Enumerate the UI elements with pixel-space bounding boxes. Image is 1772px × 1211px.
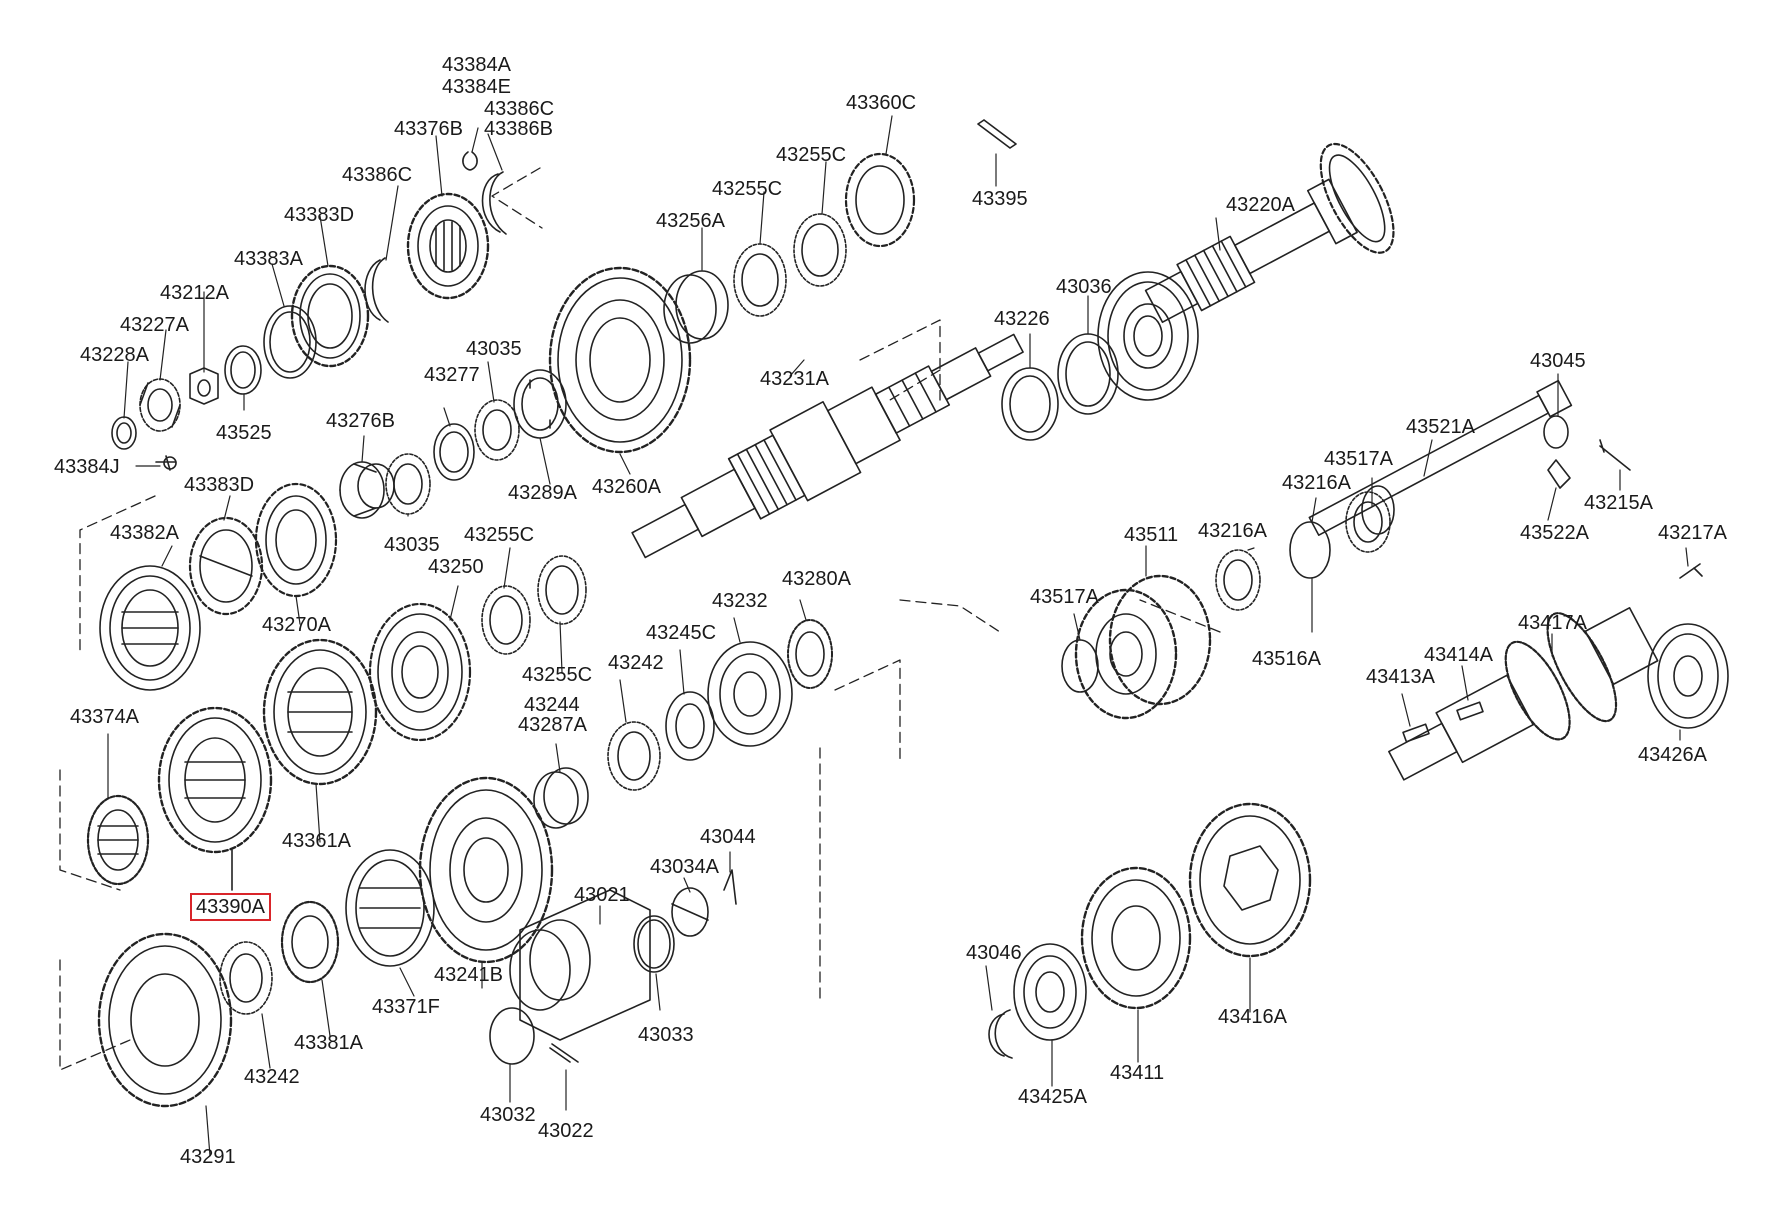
part-label-43032[interactable]: 43032 (480, 1104, 536, 1126)
part-label-43035-2[interactable]: 43035 (384, 534, 440, 556)
part-label-43525[interactable]: 43525 (216, 422, 272, 444)
part-label-43216A[interactable]: 43216A (1282, 472, 1351, 494)
part-label-43376B[interactable]: 43376B (394, 118, 463, 140)
part-label-43384J[interactable]: 43384J (54, 456, 120, 478)
part-label-43425A[interactable]: 43425A (1018, 1086, 1087, 1108)
part-label-43517A-2[interactable]: 43517A (1030, 586, 1099, 608)
part-label-43276B[interactable]: 43276B (326, 410, 395, 432)
part-label-43270A[interactable]: 43270A (262, 614, 331, 636)
part-label-43287A[interactable]: 43287A (518, 714, 587, 736)
part-label-43383D[interactable]: 43383D (284, 204, 355, 226)
part-label-43227A[interactable]: 43227A (120, 314, 189, 336)
part-label-43216A-2[interactable]: 43216A (1198, 520, 1267, 542)
part-label-43044[interactable]: 43044 (700, 826, 756, 848)
part-label-43256A[interactable]: 43256A (656, 210, 725, 232)
part-label-43384A[interactable]: 43384A (442, 54, 511, 76)
part-label-43228A[interactable]: 43228A (80, 344, 149, 366)
part-label-43255C[interactable]: 43255C (776, 144, 847, 166)
part-label-43021[interactable]: 43021 (574, 884, 630, 906)
part-label-43255C-4[interactable]: 43255C (522, 664, 593, 686)
part-label-43260A[interactable]: 43260A (592, 476, 661, 498)
part-label-43291[interactable]: 43291 (180, 1146, 236, 1168)
part-label-43516A[interactable]: 43516A (1252, 648, 1321, 670)
part-label-43416A[interactable]: 43416A (1218, 1006, 1287, 1028)
part-label-43046[interactable]: 43046 (966, 942, 1022, 964)
part-label-43250[interactable]: 43250 (428, 556, 484, 578)
part-label-43371F[interactable]: 43371F (372, 996, 440, 1018)
part-label-43426A[interactable]: 43426A (1638, 744, 1707, 766)
part-label-43414A[interactable]: 43414A (1424, 644, 1493, 666)
part-label-43413A[interactable]: 43413A (1366, 666, 1435, 688)
part-label-43411[interactable]: 43411 (1110, 1062, 1165, 1084)
part-label-43226[interactable]: 43226 (994, 308, 1050, 330)
part-label-43215A[interactable]: 43215A (1584, 492, 1653, 514)
part-label-43242-2[interactable]: 43242 (244, 1066, 300, 1088)
part-label-43245C[interactable]: 43245C (646, 622, 717, 644)
part-label-43255C-2[interactable]: 43255C (712, 178, 783, 200)
part-label-43361A[interactable]: 43361A (282, 830, 351, 852)
part-label-43381A[interactable]: 43381A (294, 1032, 363, 1054)
part-label-43386C[interactable]: 43386C (484, 98, 555, 120)
part-label-43241B[interactable]: 43241B (434, 964, 503, 986)
part-label-43280A[interactable]: 43280A (782, 568, 851, 590)
part-label-43522A[interactable]: 43522A (1520, 522, 1589, 544)
part-label-43232[interactable]: 43232 (712, 590, 768, 612)
part-label-43045[interactable]: 43045 (1530, 350, 1586, 372)
part-label-43395[interactable]: 43395 (972, 188, 1028, 210)
part-label-43231A[interactable]: 43231A (760, 368, 829, 390)
part-label-43382A[interactable]: 43382A (110, 522, 179, 544)
part-label-43289A[interactable]: 43289A (508, 482, 577, 504)
part-label-43022[interactable]: 43022 (538, 1120, 594, 1142)
part-label-43517A[interactable]: 43517A (1324, 448, 1393, 470)
part-label-43034A[interactable]: 43034A (650, 856, 719, 878)
part-label-43383A[interactable]: 43383A (234, 248, 303, 270)
part-label-43374A[interactable]: 43374A (70, 706, 139, 728)
part-label-43212A[interactable]: 43212A (160, 282, 229, 304)
part-label-43217A[interactable]: 43217A (1658, 522, 1727, 544)
part-label-43383D-2[interactable]: 43383D (184, 474, 255, 496)
part-label-43511[interactable]: 43511 (1124, 524, 1179, 546)
part-label-43220A[interactable]: 43220A (1226, 194, 1295, 216)
part-label-43244[interactable]: 43244 (524, 694, 580, 716)
part-label-43386B[interactable]: 43386B (484, 118, 553, 140)
part-label-43384E[interactable]: 43384E (442, 76, 511, 98)
part-label-43033[interactable]: 43033 (638, 1024, 694, 1046)
part-label-43386C-2[interactable]: 43386C (342, 164, 413, 186)
part-label-43036[interactable]: 43036 (1056, 276, 1112, 298)
part-label-43360C[interactable]: 43360C (846, 92, 917, 114)
part-label-43035[interactable]: 43035 (466, 338, 522, 360)
part-label-43242[interactable]: 43242 (608, 652, 664, 674)
part-label-43417A[interactable]: 43417A (1518, 612, 1587, 634)
part-label-43390A-highlighted[interactable]: 43390A (190, 893, 271, 921)
part-label-43255C-3[interactable]: 43255C (464, 524, 535, 546)
part-label-43277[interactable]: 43277 (424, 364, 480, 386)
part-label-43521A[interactable]: 43521A (1406, 416, 1475, 438)
